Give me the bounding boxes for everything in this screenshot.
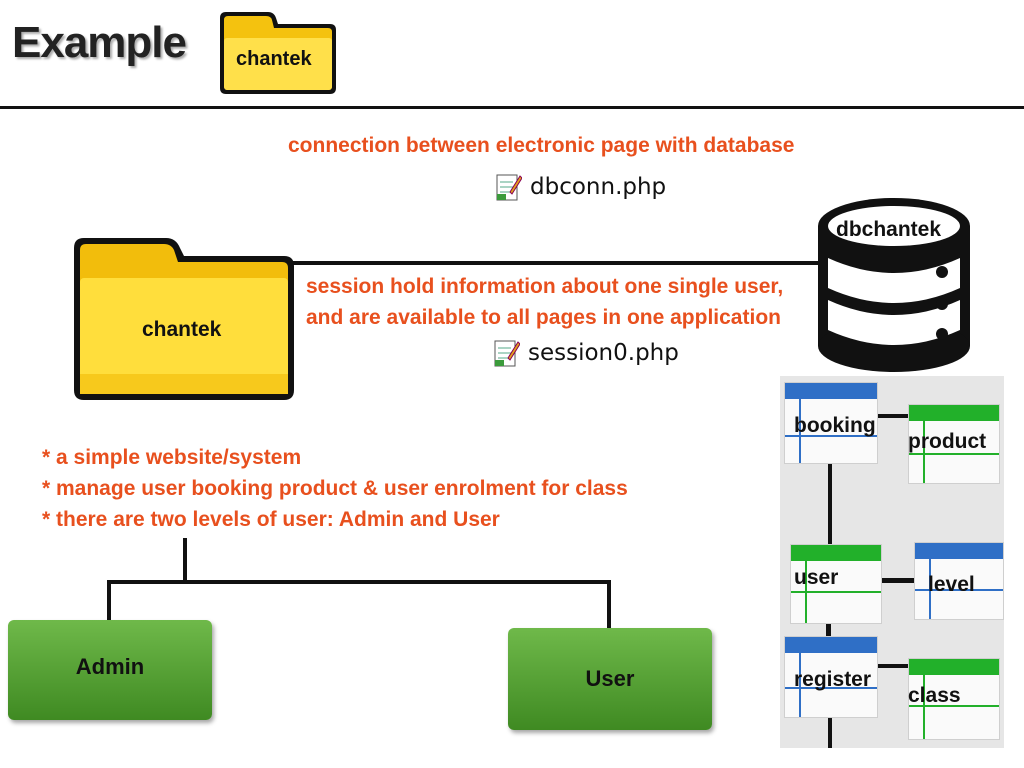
header-folder-icon [220,12,336,94]
tree-bar [107,580,611,584]
erd-label-booking: booking [794,414,876,437]
tree-stem [183,538,187,582]
tree-left-drop [107,580,111,622]
session-file[interactable]: session0.php [494,338,679,368]
erd-label-product: product [908,430,987,453]
session-caption-line1: session hold information about one singl… [306,275,784,298]
folder-database-connector [292,261,824,265]
slide-title: Example [12,18,187,67]
relation-line [880,578,916,583]
header-folder-label: chantek [236,48,312,70]
erd-table-booking [784,382,878,464]
erd-table-class [908,658,1000,740]
header-divider [0,106,1024,109]
relation-line [826,622,831,640]
note-item: * there are two levels of user: Admin an… [42,508,500,531]
tree-right-drop [607,580,611,630]
project-folder-icon [74,238,294,400]
session-filename: session0.php [528,340,679,366]
erd-label-level: level [928,573,975,596]
erd-table-user [790,544,882,624]
note-item: * manage user booking product & user enr… [42,477,628,500]
relation-line [876,664,908,668]
erd-label-register: register [794,668,872,691]
user-level-box[interactable]: User [508,628,712,730]
connection-caption: connection between electronic page with … [288,134,795,157]
session-caption-line2: and are available to all pages in one ap… [306,306,781,329]
note-item: * a simple website/system [42,446,302,469]
database-icon [818,198,970,372]
erd-table-product [908,404,1000,484]
php-file-icon [494,340,520,367]
relation-line [828,462,832,550]
relation-line [828,716,832,748]
erd-label-user: user [794,566,839,589]
erd-table-level [914,542,1004,620]
relation-line [876,414,910,418]
erd-table-register [784,636,878,718]
admin-level-box[interactable]: Admin [8,620,212,720]
dbconn-filename: dbconn.php [530,174,667,200]
php-file-icon [496,174,522,201]
erd-diagram: booking product user level register clas… [780,376,1004,748]
project-folder-label: chantek [142,318,222,341]
dbconn-file[interactable]: dbconn.php [496,172,666,202]
database-label: dbchantek [836,218,942,241]
erd-label-class: class [908,684,961,707]
admin-level-label: Admin [75,654,145,679]
notes-list: * a simple website/system * manage user … [42,442,628,535]
user-level-label: User [585,666,635,691]
